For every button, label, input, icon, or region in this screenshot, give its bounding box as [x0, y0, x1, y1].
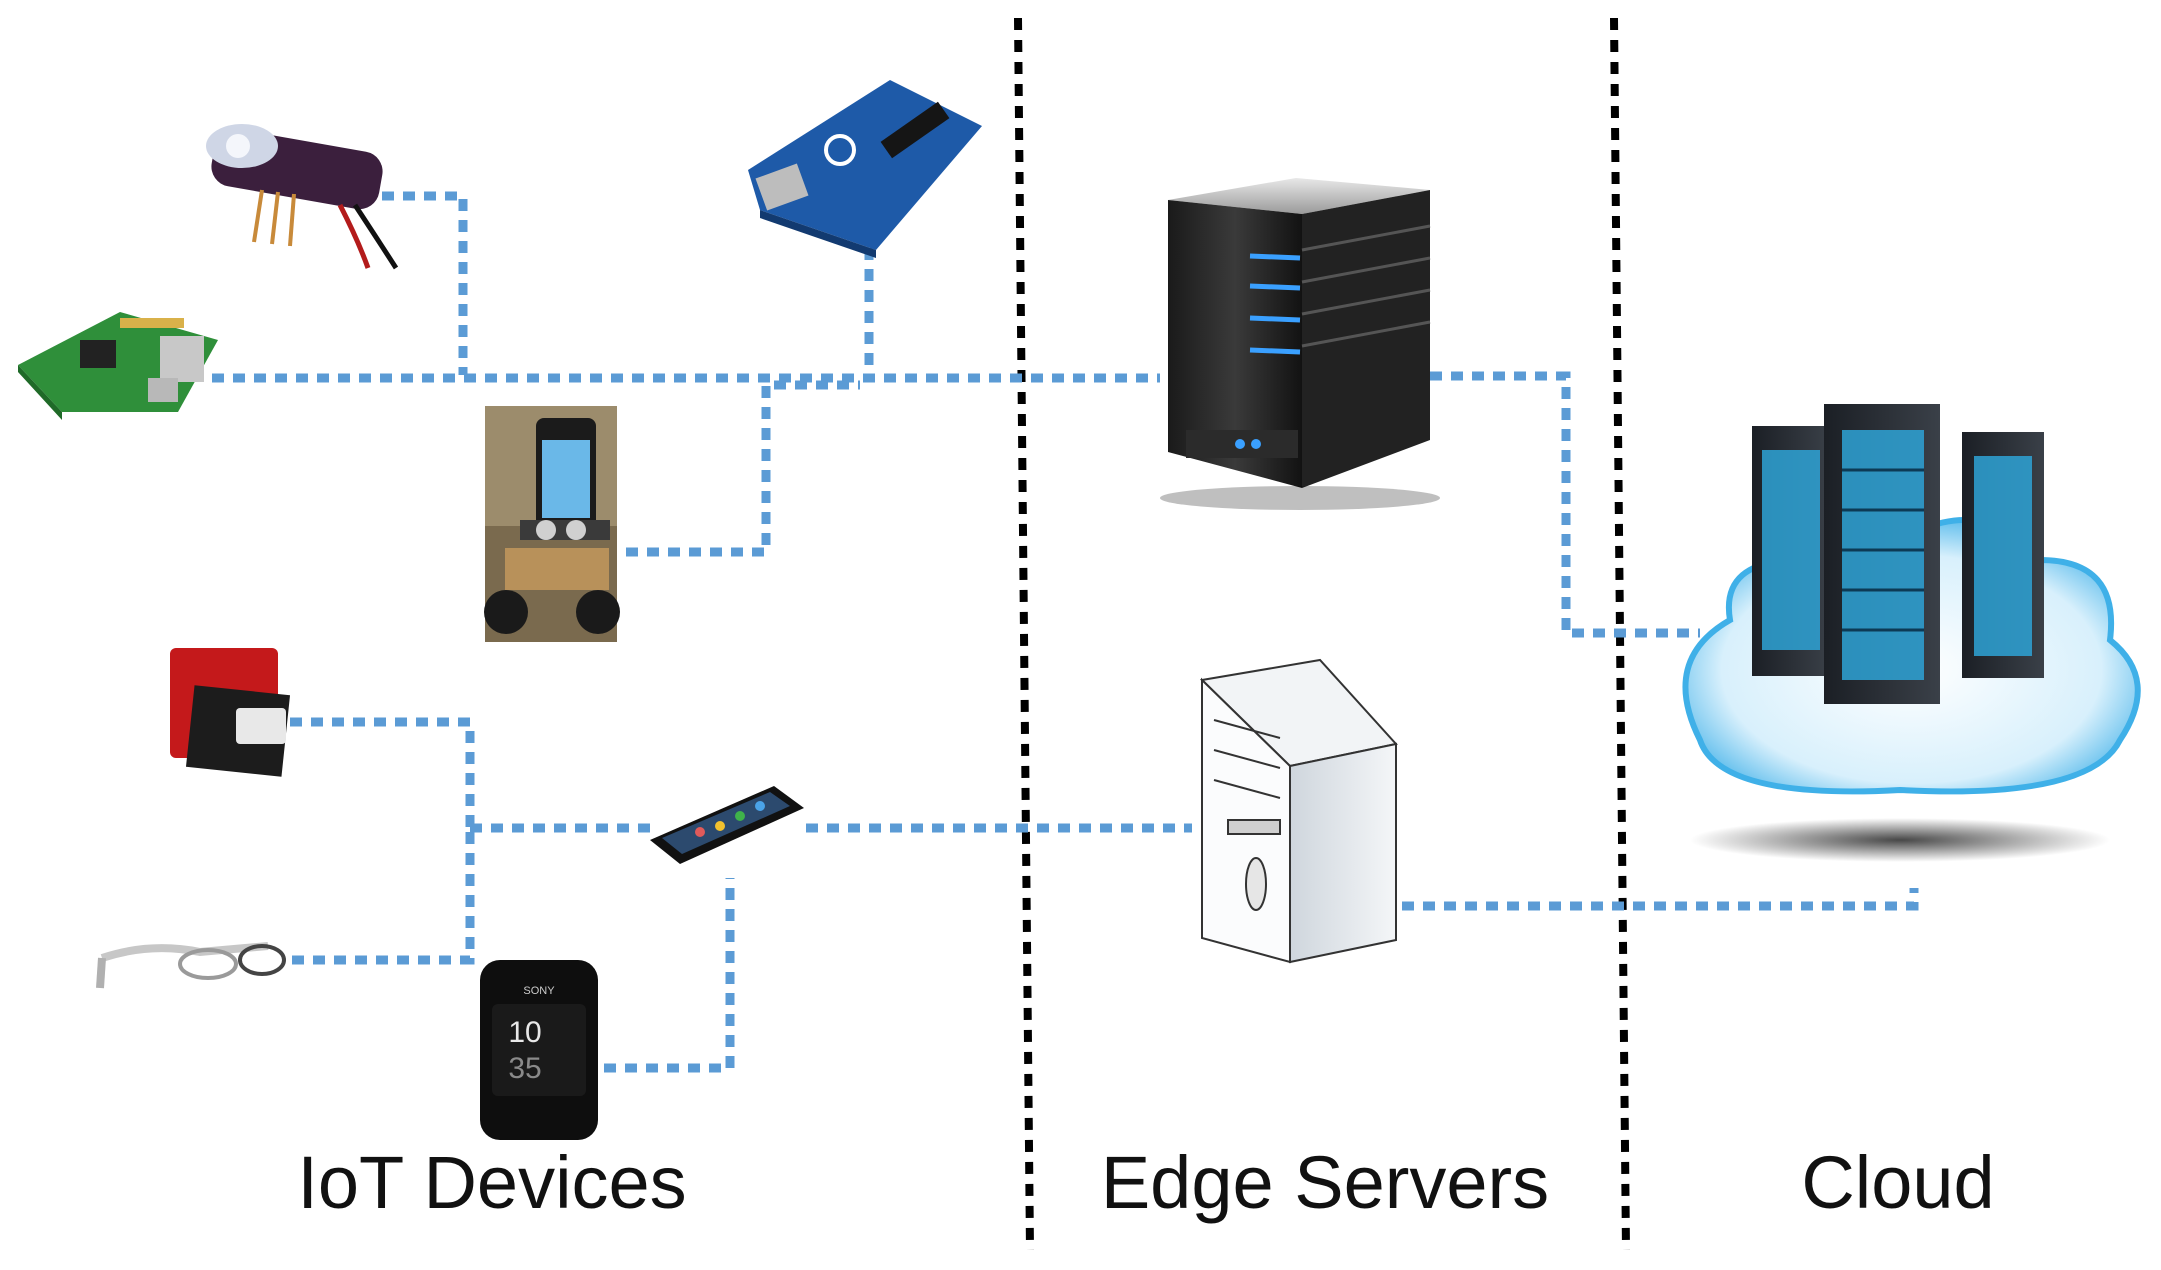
smart-glasses-icon: [96, 942, 286, 989]
connector-sensor: [382, 191, 468, 375]
watch-hour: 10: [508, 1016, 541, 1049]
cloud-datacenter-icon: [1682, 404, 2141, 862]
tablet-case-icon: [170, 648, 291, 777]
smartwatch-icon: SONY 10 35: [480, 960, 598, 1140]
robot-car-icon: [484, 406, 620, 642]
watch-minute: 35: [508, 1052, 541, 1085]
connector-watch: [604, 878, 735, 1073]
smartphone-icon: [650, 786, 804, 864]
sensor-probe-icon: [206, 124, 399, 270]
connector-robot: [626, 380, 860, 557]
connector-edge-top-cloud: [1430, 371, 1700, 638]
section-label-edge: Edge Servers: [1100, 1141, 1550, 1224]
connector-card: [290, 717, 475, 828]
raspberry-pi-icon: [18, 312, 218, 420]
connector-glasses: [292, 828, 475, 965]
connector-edge-bottom-cloud: [1402, 888, 1919, 911]
arduino-board-icon: [748, 80, 982, 258]
watch-brand: SONY: [523, 985, 555, 997]
tower-pc-icon: [1199, 658, 1398, 964]
section-label-cloud: Cloud: [1801, 1141, 1995, 1224]
section-label-iot: IoT Devices: [297, 1141, 687, 1224]
rack-server-icon: [1160, 178, 1440, 510]
connectors: [212, 191, 1919, 1073]
divider-iot-edge: [1014, 17, 1034, 1251]
